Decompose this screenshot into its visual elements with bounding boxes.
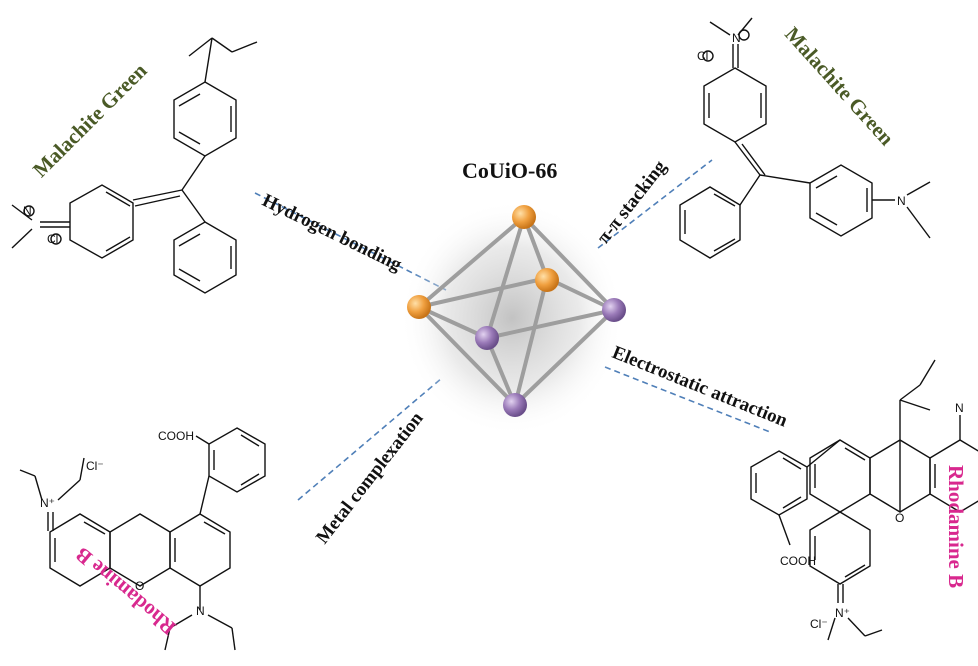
atom-n-rb-right: N: [955, 401, 964, 415]
atom-n-mg-right: N: [897, 194, 906, 208]
atom-cl-rb-right: Cl⁻: [810, 617, 828, 631]
rhodamine-b-structure-left: [19, 427, 266, 651]
node-orange-top: [512, 205, 536, 229]
connector-pi-stacking: [597, 159, 713, 249]
atom-n-plus-mg-left: N: [23, 204, 32, 218]
rhodamine-b-structure-right: [750, 359, 978, 641]
node-purple-right: [602, 298, 626, 322]
center-title: CoUiO-66: [462, 158, 558, 183]
atom-o-rb-right: O: [895, 511, 904, 525]
malachite-green-structure-left: [11, 37, 258, 294]
atom-cl-rb-left: Cl⁻: [86, 459, 104, 473]
atom-n-plus-mg-right: N: [732, 31, 741, 45]
malachite-green-structure-right: [679, 17, 931, 259]
atom-o-rb-left: O: [135, 579, 144, 593]
node-orange-left: [407, 295, 431, 319]
atom-cl-mg-left: Cl: [47, 232, 58, 246]
connector-metal-complexation: [297, 377, 443, 501]
node-purple-bottom: [503, 393, 527, 417]
atom-cl-mg-right: Cl: [697, 49, 708, 63]
node-orange-back: [535, 268, 559, 292]
cooh-label-left: COOH: [158, 429, 194, 443]
connector-hydrogen-bonding: [254, 192, 447, 291]
mof-octahedron: [400, 200, 626, 436]
cooh-label-right: COOH: [780, 554, 816, 568]
mof-glow: [400, 200, 624, 436]
atom-n-plus-rb-left: N⁺: [40, 496, 55, 510]
atom-n-plus-rb-right: N⁺: [835, 606, 850, 620]
dashed-connectors: [254, 159, 771, 501]
atom-labels: N Cl N Cl N COOH N⁺ Cl⁻ O N COOH N⁺ Cl⁻ …: [23, 31, 964, 631]
atom-n-rb-left: N: [196, 604, 205, 618]
label-rhodamine-b-right: Rhodamine B: [944, 465, 968, 589]
node-purple-front: [475, 326, 499, 350]
